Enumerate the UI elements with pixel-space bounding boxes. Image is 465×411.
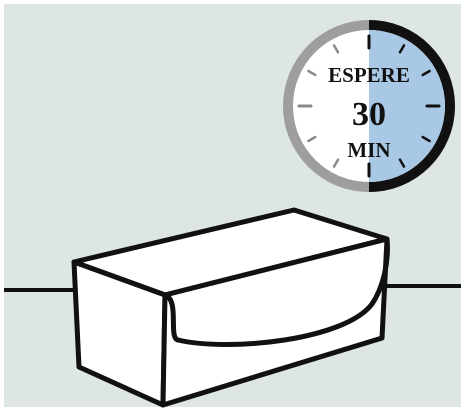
stopwatch-dial-icon: ESPERE 30 MIN <box>283 20 455 192</box>
timer-top-label: ESPERE <box>328 63 410 87</box>
timer-number: 30 <box>352 96 386 133</box>
timer-bottom-label: MIN <box>347 138 390 162</box>
